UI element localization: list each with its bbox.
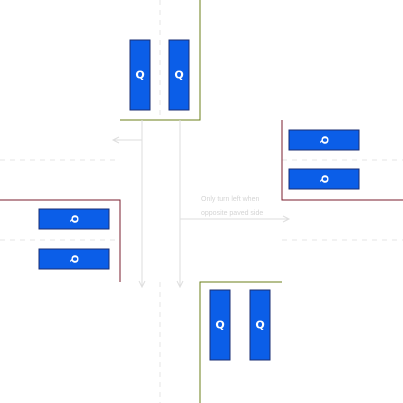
vehicle-east-2-label: Q [319, 175, 330, 184]
arrow-left-turn-head [111, 136, 120, 144]
arrow-left-turn [113, 120, 143, 141]
vehicle-south-1-body [209, 289, 231, 361]
vehicle-south-2-body [249, 289, 271, 361]
vehicle-east-1-label: Q [319, 136, 330, 145]
curb-west [0, 199, 121, 282]
arrow-straight-2-head [176, 280, 184, 289]
vehicle-west-1-body [38, 208, 110, 230]
curb-south [199, 281, 282, 403]
vehicle-group-east: Q Q [288, 129, 360, 190]
vehicle-south-2-label: Q [255, 319, 264, 332]
vehicle-north-2[interactable]: Q [168, 39, 190, 111]
vehicle-west-2-body [38, 248, 110, 270]
vehicle-north-1[interactable]: Q [129, 39, 151, 111]
note-line-1: Only turn left when [201, 196, 259, 203]
vehicle-east-2[interactable]: Q [288, 168, 360, 190]
vehicle-group-west: Q Q [38, 208, 110, 270]
turn-note: Only turn left when opposite paved side [201, 196, 263, 217]
vehicle-north-1-body [129, 39, 151, 111]
vehicle-south-2[interactable]: Q [249, 289, 271, 361]
vehicle-south-1[interactable]: Q [209, 289, 231, 361]
vehicle-east-2-body [288, 168, 360, 190]
vehicle-group-south: Q Q [209, 289, 271, 361]
arrow-straight-1-head [138, 280, 146, 289]
curb-east [281, 120, 403, 201]
vehicle-east-1[interactable]: Q [288, 129, 360, 151]
vehicle-west-2[interactable]: Q [38, 248, 110, 270]
vehicle-west-1[interactable]: Q [38, 208, 110, 230]
vehicle-west-2-label: Q [69, 255, 80, 264]
vehicle-east-1-body [288, 129, 360, 151]
vehicle-group-north: Q Q [129, 39, 190, 111]
curb-north [120, 0, 201, 121]
note-line-2: opposite paved side [201, 210, 263, 217]
vehicle-north-1-label: Q [135, 69, 144, 82]
movement-arrows [111, 120, 291, 289]
vehicle-west-1-label: Q [69, 215, 80, 224]
vehicle-north-2-body [168, 39, 190, 111]
vehicle-north-2-label: Q [174, 69, 183, 82]
vehicle-south-1-label: Q [215, 319, 224, 332]
arrow-right-turn-head [282, 215, 291, 223]
